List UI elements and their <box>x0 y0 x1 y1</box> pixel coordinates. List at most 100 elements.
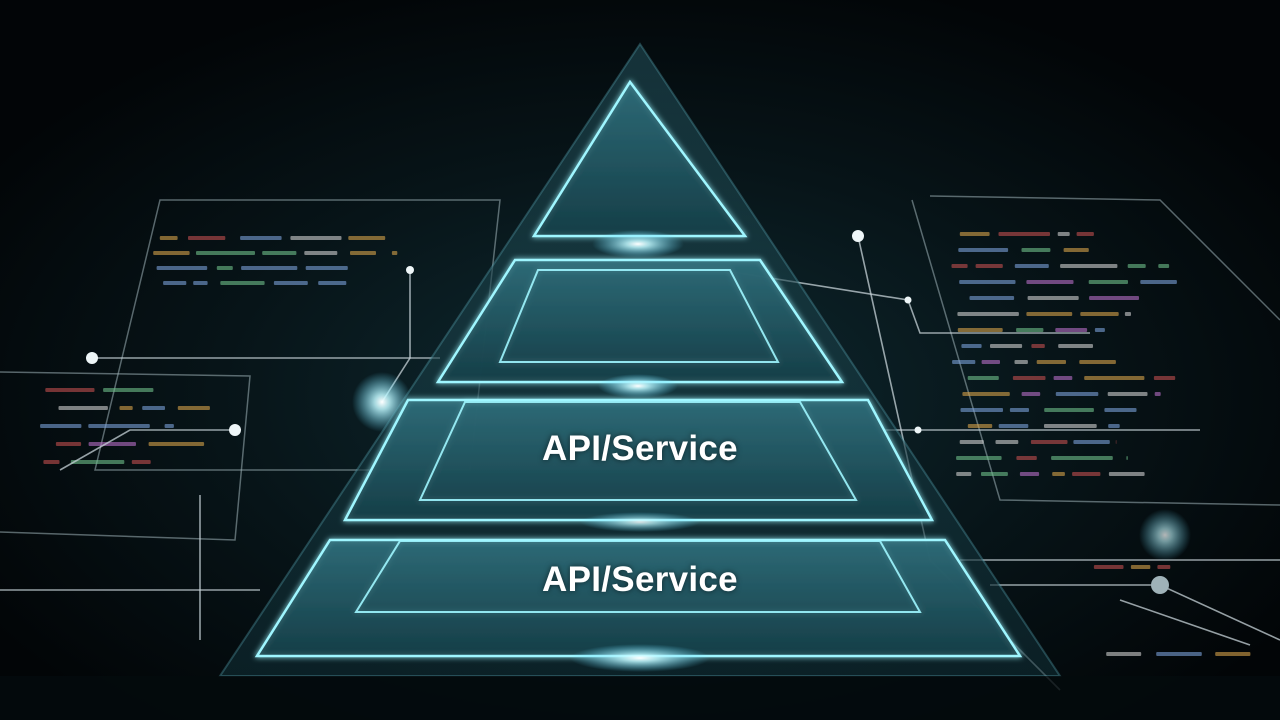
code-dash <box>1076 232 1094 236</box>
code-dash <box>163 281 187 285</box>
code-dash <box>1019 472 1040 476</box>
code-dash <box>956 456 1002 460</box>
code-dash <box>88 442 136 446</box>
code-dash <box>1021 392 1041 396</box>
code-dash <box>156 266 208 270</box>
code-dash <box>975 264 1003 268</box>
code-dash <box>40 424 82 428</box>
code-dash <box>952 360 976 364</box>
code-dash <box>1036 360 1066 364</box>
code-dash <box>981 360 1000 364</box>
code-dash <box>273 281 308 285</box>
code-dash <box>1079 360 1116 364</box>
code-dash <box>348 236 386 240</box>
code-dash <box>1026 312 1073 316</box>
code-dash <box>1124 312 1131 316</box>
code-dash <box>1031 344 1045 348</box>
code-dash <box>1215 652 1251 656</box>
code-dash <box>998 424 1029 428</box>
code-dash <box>1014 264 1049 268</box>
code-dash <box>142 406 165 410</box>
pyramid-layer-base <box>254 538 1023 658</box>
code-dash <box>1021 248 1051 252</box>
code-dash <box>957 312 1019 316</box>
code-dash <box>1072 472 1101 476</box>
code-dash <box>1158 264 1170 268</box>
layer-light-flares <box>570 230 710 672</box>
code-dash <box>148 442 205 446</box>
code-dash <box>177 406 210 410</box>
code-dash <box>1093 565 1124 569</box>
code-dash <box>1053 376 1073 380</box>
code-dash <box>196 251 255 255</box>
code-dash <box>998 232 1050 236</box>
code-dash <box>1153 376 1176 380</box>
code-dash <box>262 251 297 255</box>
layer-label-third: API/Service <box>542 429 738 468</box>
code-dash <box>967 376 999 380</box>
code-dash <box>1016 328 1044 332</box>
code-dash <box>131 460 151 464</box>
code-dash <box>220 281 265 285</box>
code-dash <box>957 328 1003 332</box>
code-dash <box>1052 472 1065 476</box>
code-dash <box>1108 472 1145 476</box>
code-dash <box>240 236 282 240</box>
pyramid-layer-second <box>435 258 845 384</box>
code-dash <box>1126 456 1128 460</box>
code-dash <box>1009 408 1029 412</box>
code-dash <box>1058 344 1093 348</box>
code-dash <box>969 296 1015 300</box>
code-dash <box>956 472 972 476</box>
code-dash <box>305 266 348 270</box>
code-dash <box>241 266 298 270</box>
code-dash <box>1073 440 1110 444</box>
code-dash <box>119 406 133 410</box>
code-dash <box>70 460 125 464</box>
code-dash <box>1156 652 1202 656</box>
code-dash <box>1089 296 1139 300</box>
code-dash <box>350 251 376 255</box>
code-dash <box>290 236 342 240</box>
code-dash <box>45 388 95 392</box>
code-dash <box>1094 328 1105 332</box>
code-dash <box>164 424 174 428</box>
code-dash <box>1084 376 1145 380</box>
code-dash <box>990 344 1023 348</box>
code-dash <box>1026 280 1074 284</box>
code-dash <box>962 392 1010 396</box>
code-dash <box>1127 264 1146 268</box>
code-dash <box>159 236 178 240</box>
code-dash <box>1012 376 1046 380</box>
code-dash <box>1140 280 1177 284</box>
code-dash <box>1051 456 1113 460</box>
code-dash <box>55 442 82 446</box>
code-dash <box>959 440 984 444</box>
code-dash <box>1157 565 1171 569</box>
circuit-nodes <box>86 230 1169 594</box>
floor-reflection <box>0 676 1280 720</box>
code-dash <box>1055 392 1099 396</box>
code-dash <box>1027 296 1079 300</box>
left-lower-panel <box>0 371 251 541</box>
code-dash <box>103 388 154 392</box>
code-dash <box>1107 392 1148 396</box>
code-dash <box>960 408 1003 412</box>
code-dash <box>1060 264 1118 268</box>
pyramid-layer-third <box>342 398 935 522</box>
code-dash <box>304 251 338 255</box>
code-dash <box>58 406 108 410</box>
code-dash <box>193 281 208 285</box>
code-dash <box>981 472 1008 476</box>
code-dash <box>1044 408 1094 412</box>
code-dash <box>995 440 1019 444</box>
code-dash <box>153 251 190 255</box>
code-dash <box>961 344 982 348</box>
code-dash <box>88 424 150 428</box>
code-dash <box>951 264 968 268</box>
code-dash <box>1016 456 1037 460</box>
code-dash <box>1044 424 1097 428</box>
layer-label-base: API/Service <box>542 560 738 599</box>
